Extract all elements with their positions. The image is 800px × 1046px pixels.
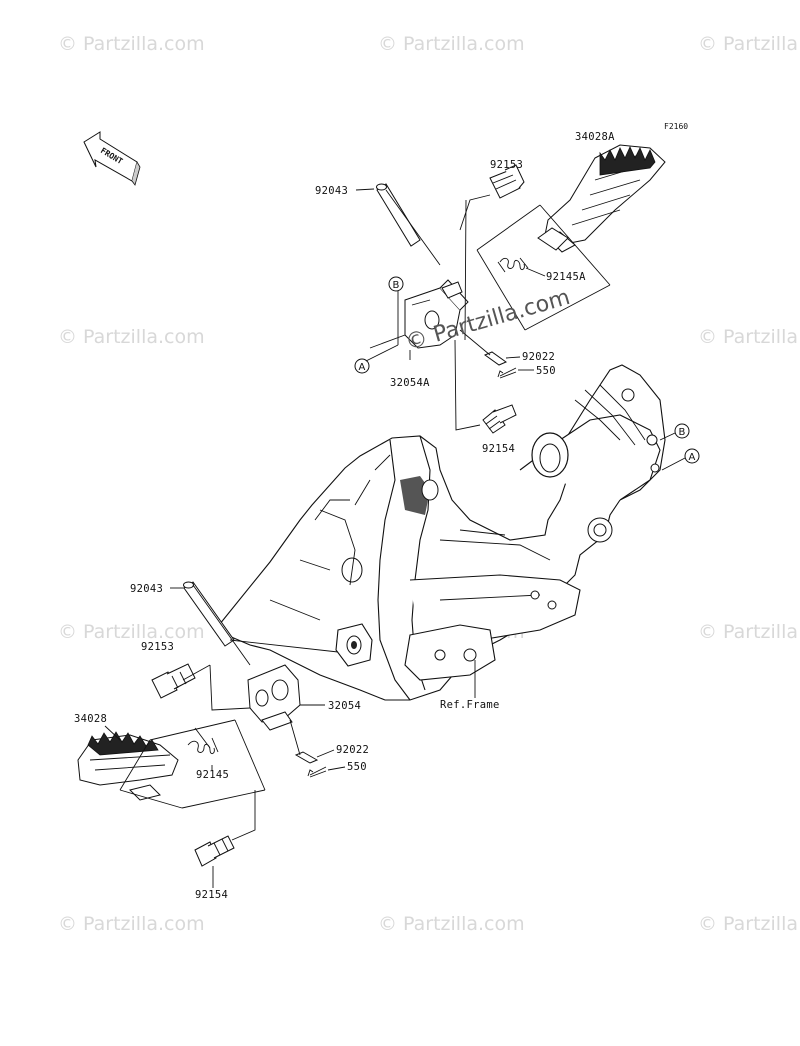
watermark: © Partzilla.com bbox=[58, 326, 205, 348]
label-92022-top: 92022 bbox=[522, 351, 555, 363]
upper-footpeg-assembly bbox=[369, 144, 666, 434]
callout-b-top: B bbox=[388, 276, 404, 292]
watermark: © Partzilla.com bbox=[58, 913, 205, 935]
cotter-pin-550-bottom bbox=[307, 766, 327, 778]
ref-frame-label: Ref.Frame bbox=[440, 699, 500, 711]
label-550-bottom: 550 bbox=[347, 761, 367, 773]
label-92043-top: 92043 bbox=[315, 185, 348, 197]
lower-footpeg-assembly bbox=[77, 581, 476, 867]
callout-a-right: A bbox=[684, 448, 700, 464]
bolt-92153-bottom bbox=[151, 663, 196, 699]
callout-a-top: A bbox=[354, 358, 370, 374]
watermark: © Partzilla.com bbox=[378, 913, 525, 935]
bolt-92154-bottom bbox=[194, 835, 235, 867]
label-32054: 32054 bbox=[328, 700, 361, 712]
label-34028: 34028 bbox=[74, 713, 107, 725]
svg-text:A: A bbox=[359, 362, 366, 373]
watermark: © Partzilla.com bbox=[378, 33, 525, 55]
label-550-top: 550 bbox=[536, 365, 556, 377]
watermark: © Partzilla.com bbox=[698, 326, 800, 348]
watermark: © Partzilla.com bbox=[698, 913, 800, 935]
watermark: © Partzilla.com bbox=[698, 33, 800, 55]
footpeg-34028A bbox=[537, 144, 666, 253]
part-labels: 92153 34028A 92043 92145A 32054A 92022 5… bbox=[74, 131, 615, 901]
washer-92022-bottom bbox=[294, 751, 319, 764]
label-92153-bottom: 92153 bbox=[141, 641, 174, 653]
frame-structure bbox=[214, 364, 666, 701]
watermark: © Partzilla.com bbox=[698, 621, 800, 643]
pin-92043-top bbox=[376, 183, 421, 247]
label-92043-bottom: 92043 bbox=[130, 583, 163, 595]
bracket-32054A bbox=[404, 279, 469, 349]
cotter-pin-550-top bbox=[497, 367, 517, 379]
callout-b-right: B bbox=[674, 423, 690, 439]
figure-ref: F2160 bbox=[664, 122, 688, 131]
svg-text:B: B bbox=[393, 280, 400, 291]
label-32054A: 32054A bbox=[390, 377, 430, 389]
label-92145: 92145 bbox=[196, 769, 229, 781]
label-92022-bottom: 92022 bbox=[336, 744, 369, 756]
bracket-32054 bbox=[247, 664, 301, 731]
label-92145A: 92145A bbox=[546, 271, 586, 283]
watermark: © Partzilla.com bbox=[58, 621, 205, 643]
label-34028A: 34028A bbox=[575, 131, 615, 143]
footpeg-34028 bbox=[77, 731, 179, 801]
label-92153-top: 92153 bbox=[490, 159, 523, 171]
label-92154-bottom: 92154 bbox=[195, 889, 228, 901]
spring-92145 bbox=[187, 727, 219, 755]
bolt-92153-top bbox=[489, 164, 525, 199]
svg-text:B: B bbox=[679, 427, 686, 438]
front-arrow-icon: FRONT bbox=[83, 131, 141, 186]
svg-text:A: A bbox=[689, 452, 696, 463]
watermark: © Partzilla.com bbox=[58, 33, 205, 55]
bolt-92154-top bbox=[482, 404, 517, 434]
spring-92145A bbox=[497, 257, 529, 273]
washer-92022-top bbox=[483, 351, 508, 366]
label-92154-top: 92154 bbox=[482, 443, 515, 455]
